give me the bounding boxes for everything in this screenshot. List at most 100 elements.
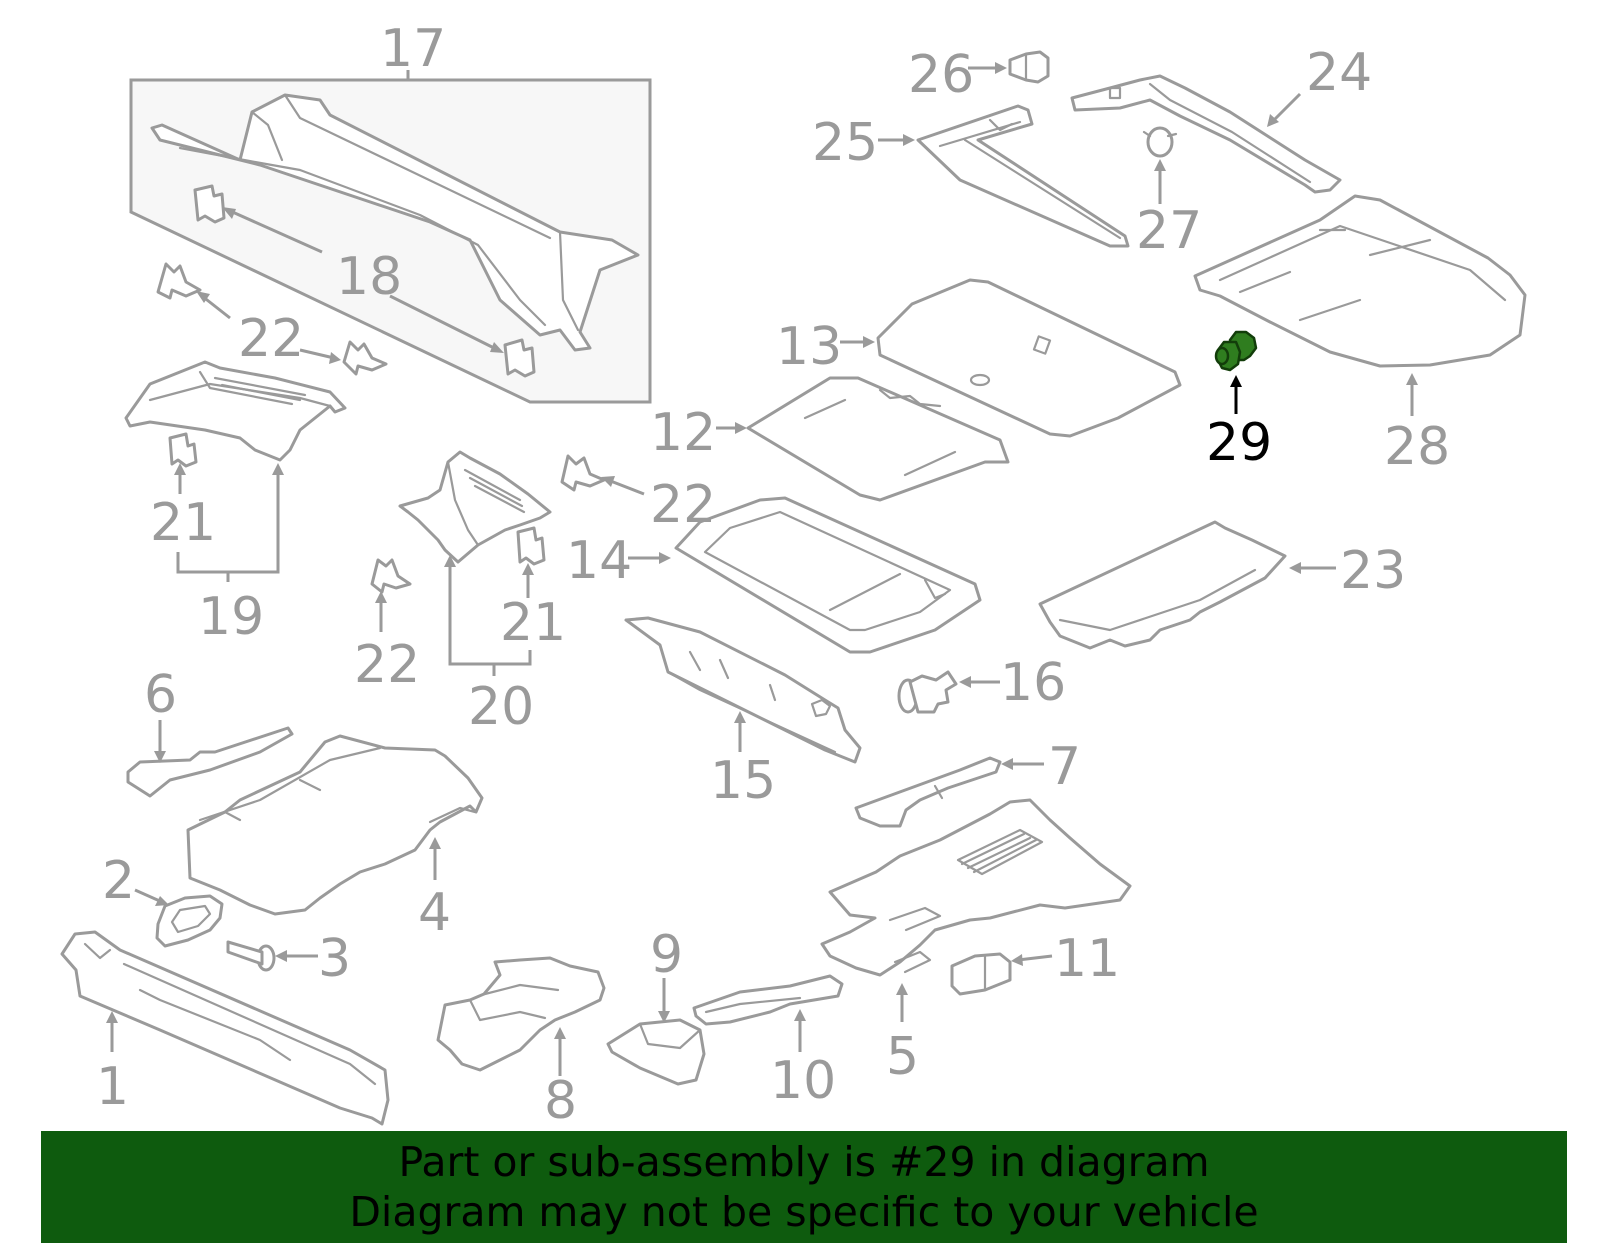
callout-25: 25: [812, 113, 878, 173]
arrow-1-head: [106, 1011, 118, 1023]
callout-22-b: 22: [650, 475, 716, 535]
part-29-highlighted: [1214, 330, 1258, 372]
callout-15: 15: [710, 751, 776, 811]
part-11: [950, 952, 1012, 996]
part-27: [1142, 126, 1178, 158]
arrow-21b-head: [522, 563, 534, 575]
arrow-22a-head: [196, 291, 210, 303]
part-15: [624, 616, 862, 764]
part-23: [1038, 520, 1287, 650]
arrow-11: [1017, 954, 1053, 962]
part-1: [60, 930, 390, 1126]
part-20: [398, 450, 552, 564]
arrow-6-head: [154, 751, 166, 763]
callout-12: 12: [650, 403, 716, 463]
callout-22-a: 22: [238, 309, 304, 369]
part-21-clip-b: [516, 526, 546, 566]
part-25: [916, 104, 1130, 248]
arrow-21a-head: [174, 463, 186, 475]
part-5: [820, 798, 1132, 977]
arrow-12-head: [735, 422, 747, 434]
callout-17: 17: [380, 19, 446, 79]
part-6: [126, 726, 294, 798]
callout-7: 7: [1048, 737, 1081, 797]
arrow-9-head: [658, 1011, 670, 1023]
arrow-3-head: [275, 950, 287, 962]
part-22-clip-c: [560, 454, 606, 492]
arrow-18b-head: [490, 342, 504, 353]
callout-14: 14: [566, 531, 632, 591]
callout-19: 19: [198, 587, 264, 647]
arrow-13-head: [863, 336, 875, 348]
arrow-20-head: [444, 555, 456, 567]
callout-6: 6: [144, 665, 177, 725]
part-8: [436, 956, 606, 1072]
info-banner: Part or sub-assembly is #29 in diagram D…: [41, 1131, 1567, 1243]
arrow-18a: [227, 208, 323, 254]
callout-28: 28: [1384, 417, 1450, 477]
arrow-22c: [607, 478, 645, 496]
arrow-22b-head: [329, 352, 341, 364]
part-21-clip-a: [168, 432, 198, 468]
part-18-clip-a: [193, 184, 226, 224]
callout-3: 3: [318, 929, 351, 989]
callout-18: 18: [336, 247, 402, 307]
part-12: [746, 376, 1010, 502]
part-24: [1070, 74, 1342, 194]
arrow-22a: [201, 294, 231, 320]
arrow-28-head: [1406, 373, 1418, 385]
part-7: [854, 756, 1002, 828]
callout-10: 10: [770, 1051, 836, 1111]
arrow-7-head: [1001, 758, 1013, 770]
callout-2: 2: [102, 851, 135, 911]
arrow-2: [134, 888, 163, 904]
part-22-clip-d: [370, 558, 412, 594]
part-14: [674, 496, 982, 654]
callout-21-b: 21: [500, 593, 566, 653]
banner-line-1: Part or sub-assembly is #29 in diagram: [398, 1138, 1210, 1186]
part-3: [226, 940, 276, 972]
callout-9: 9: [650, 925, 683, 985]
part-22-clip-b: [342, 340, 388, 376]
part-22-clip-a: [156, 262, 202, 300]
part-26: [1008, 50, 1050, 84]
arrow-8-head: [554, 1027, 566, 1039]
bracket-20: [448, 562, 532, 666]
callout-26: 26: [908, 45, 974, 105]
arrow-18b: [389, 294, 499, 352]
part-19: [124, 360, 347, 462]
arrow-23-head: [1289, 562, 1301, 574]
callout-23: 23: [1340, 541, 1406, 601]
banner-line-2: Diagram may not be specific to your vehi…: [349, 1188, 1259, 1236]
callout-29: 29: [1206, 413, 1272, 473]
arrow-2-head: [155, 896, 169, 906]
part-17: [150, 93, 640, 352]
arrow-22c-head: [601, 476, 615, 487]
arrow-25-head: [903, 134, 915, 146]
callout-27: 27: [1136, 201, 1202, 261]
arrow-14-head: [659, 552, 671, 564]
arrow-16-head: [959, 676, 971, 688]
part-18-clip-b: [503, 338, 536, 378]
callout-11: 11: [1054, 929, 1120, 989]
arrow-4-head: [429, 837, 441, 849]
callout-16: 16: [1000, 653, 1066, 713]
arrow-15-head: [734, 711, 746, 723]
arrow-22b: [299, 348, 335, 360]
arrow-24: [1270, 92, 1302, 124]
callout-4: 4: [418, 883, 451, 943]
part-13: [876, 278, 1182, 438]
part-4: [186, 734, 484, 916]
arrow-5-head: [896, 983, 908, 995]
part-28: [1193, 194, 1527, 368]
arrow-18a-head: [222, 207, 236, 219]
callout-20: 20: [468, 677, 534, 737]
part-16: [897, 670, 958, 714]
arrow-24-head: [1267, 114, 1279, 127]
arrow-22d-head: [375, 591, 387, 603]
callout-1: 1: [96, 1057, 129, 1117]
part-9: [606, 1018, 706, 1086]
callout-5: 5: [886, 1027, 919, 1087]
arrow-27-head: [1154, 159, 1166, 171]
